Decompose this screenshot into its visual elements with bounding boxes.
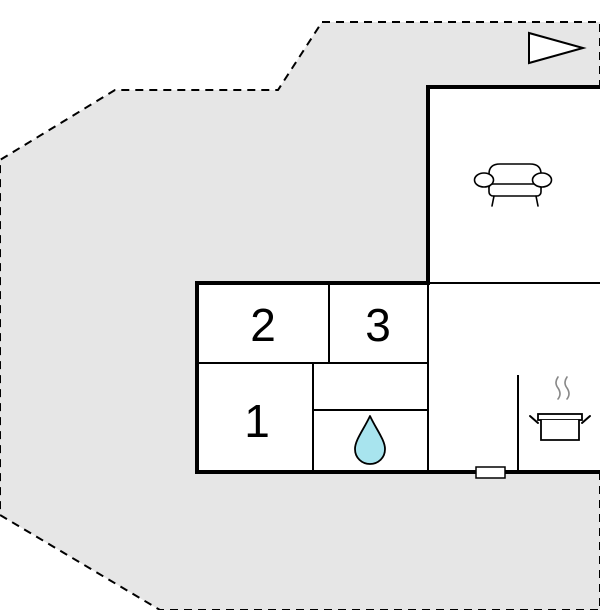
interior-walls [197,282,600,472]
room-label-2: 2 [250,299,276,351]
water-drop-icon [354,415,386,465]
door-icon [475,466,506,479]
cooking-pot-icon [529,376,591,441]
sofa-icon [473,163,553,207]
room-label-3: 3 [365,299,391,351]
room-label-1: 1 [244,395,270,447]
north-arrow-icon [528,31,587,65]
exterior-wall [195,85,600,474]
